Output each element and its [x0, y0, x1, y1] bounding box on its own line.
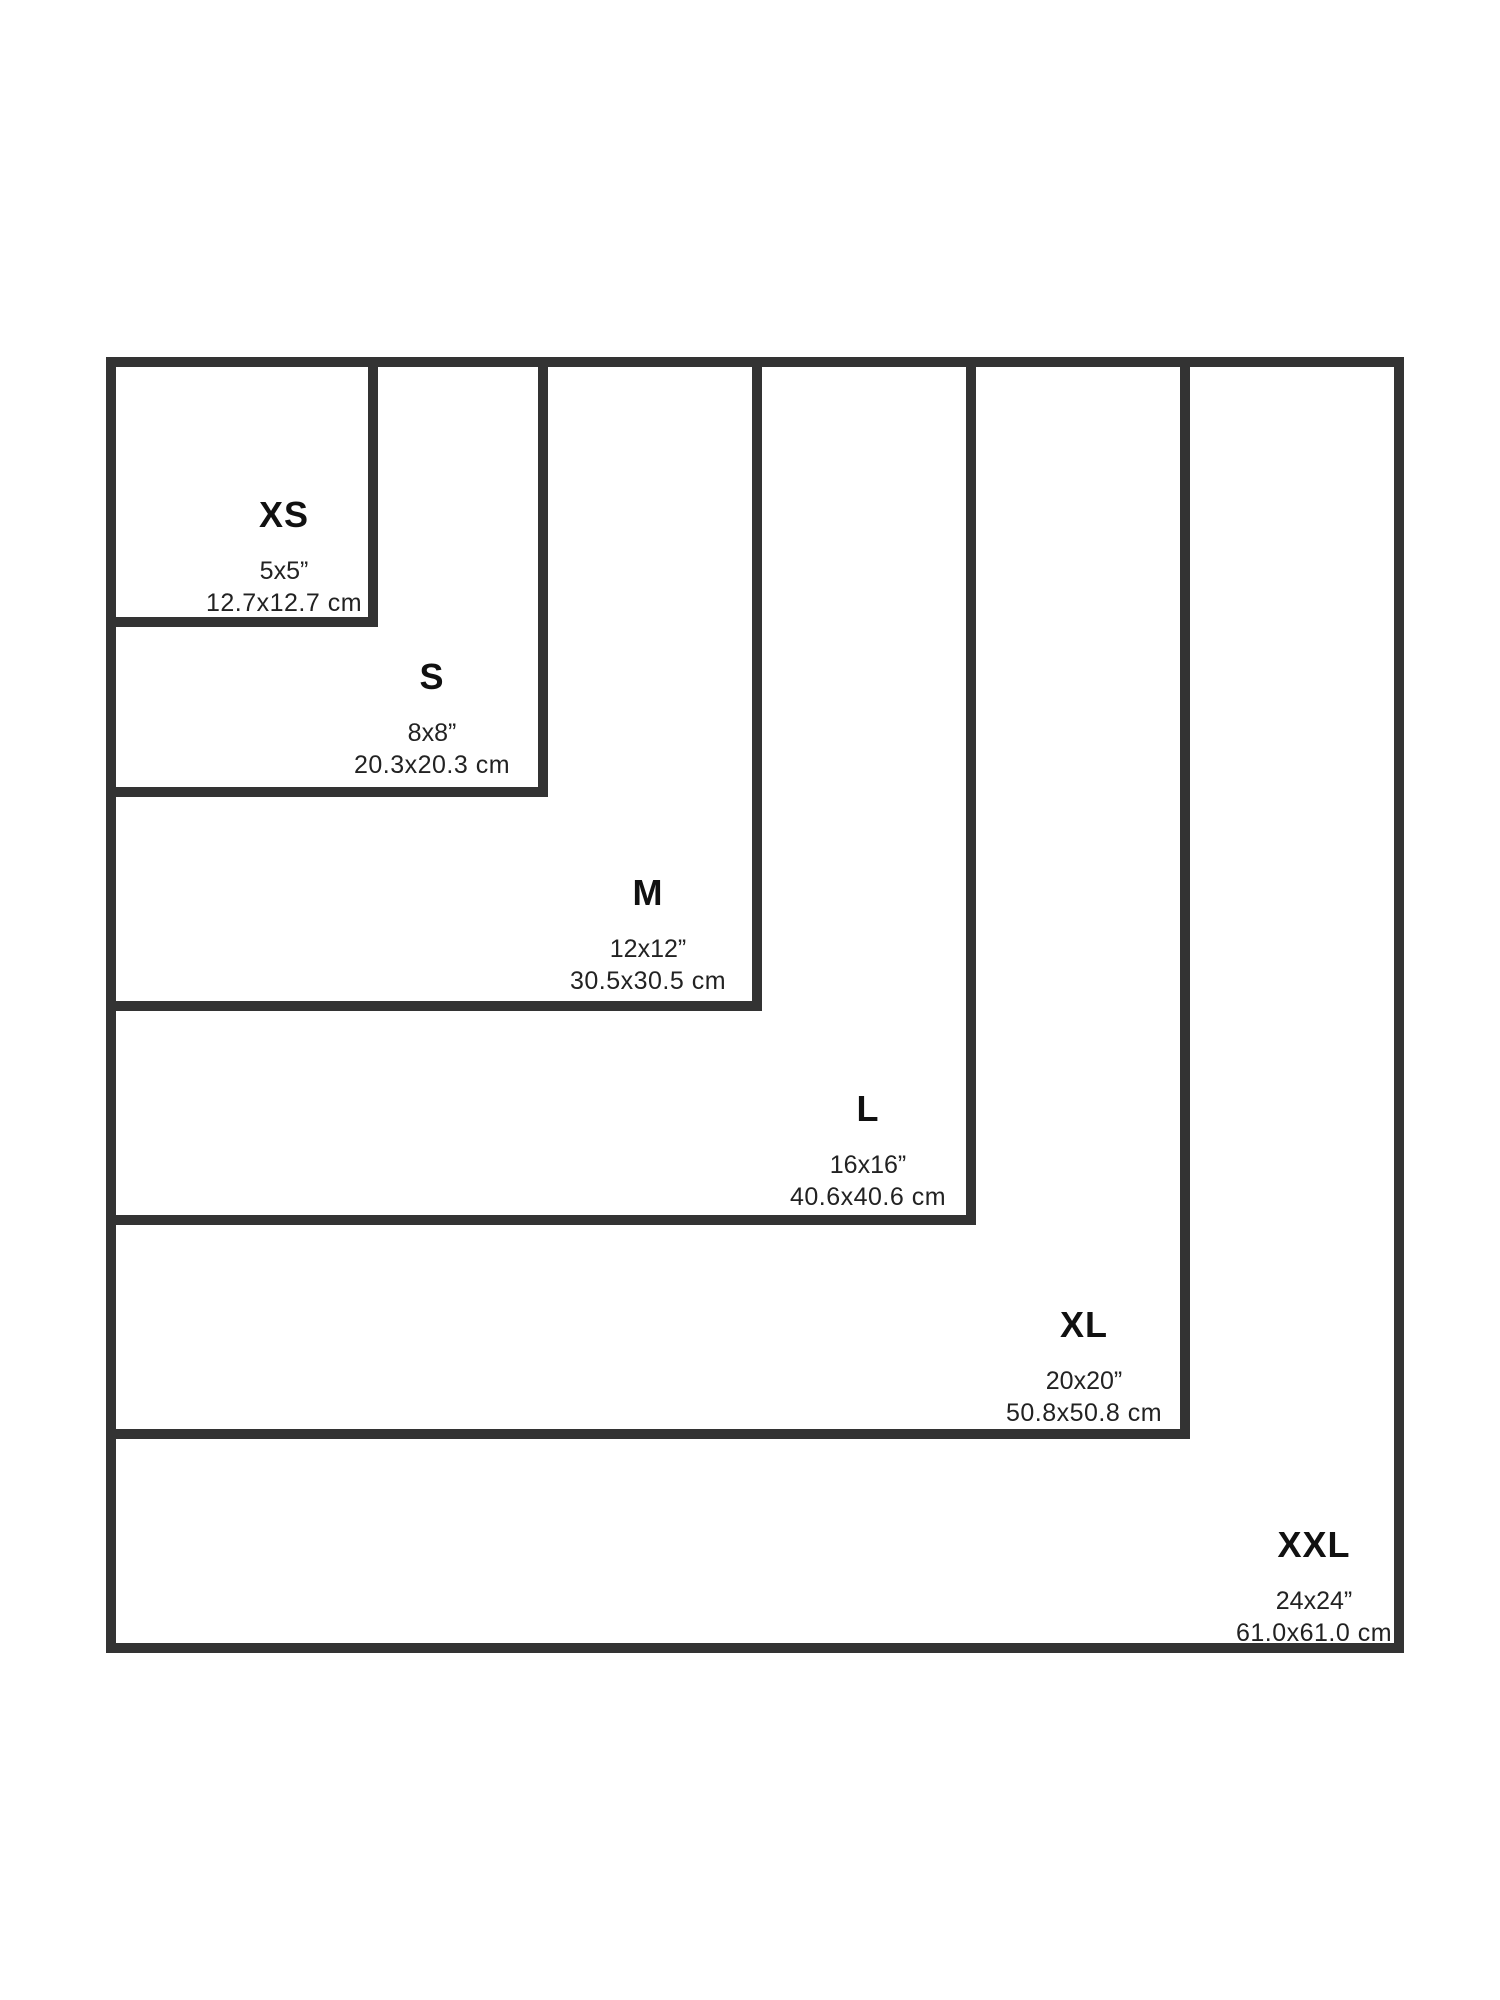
- size-cm: 30.5x30.5 cm: [569, 967, 727, 995]
- size-cm: 61.0x61.0 cm: [1235, 1619, 1393, 1647]
- size-inches: 5x5”: [259, 557, 309, 585]
- size-label-xs: XS 5x5” 12.7x12.7 cm: [154, 497, 414, 619]
- size-label-xxl: XXL 24x24” 61.0x61.0 cm: [1184, 1527, 1444, 1649]
- size-frame-xs: [106, 357, 378, 627]
- size-label-xl: XL 20x20” 50.8x50.8 cm: [954, 1307, 1214, 1429]
- size-name: M: [632, 872, 664, 913]
- size-label-l: L 16x16” 40.6x40.6 cm: [738, 1091, 998, 1213]
- size-name: L: [856, 1088, 880, 1129]
- size-inches: 12x12”: [609, 935, 687, 963]
- size-inches: 8x8”: [407, 719, 457, 747]
- size-name: XS: [258, 494, 310, 535]
- size-name: XL: [1059, 1304, 1108, 1345]
- size-cm: 12.7x12.7 cm: [205, 589, 363, 617]
- size-inches: 20x20”: [1045, 1367, 1123, 1395]
- size-name: S: [419, 656, 445, 697]
- size-cm: 20.3x20.3 cm: [353, 751, 511, 779]
- size-cm: 40.6x40.6 cm: [789, 1183, 947, 1211]
- size-inches: 24x24”: [1275, 1587, 1353, 1615]
- size-label-m: M 12x12” 30.5x30.5 cm: [518, 875, 778, 997]
- size-label-s: S 8x8” 20.3x20.3 cm: [302, 659, 562, 781]
- size-inches: 16x16”: [829, 1151, 907, 1179]
- size-cm: 50.8x50.8 cm: [1005, 1399, 1163, 1427]
- size-name: XXL: [1277, 1524, 1351, 1565]
